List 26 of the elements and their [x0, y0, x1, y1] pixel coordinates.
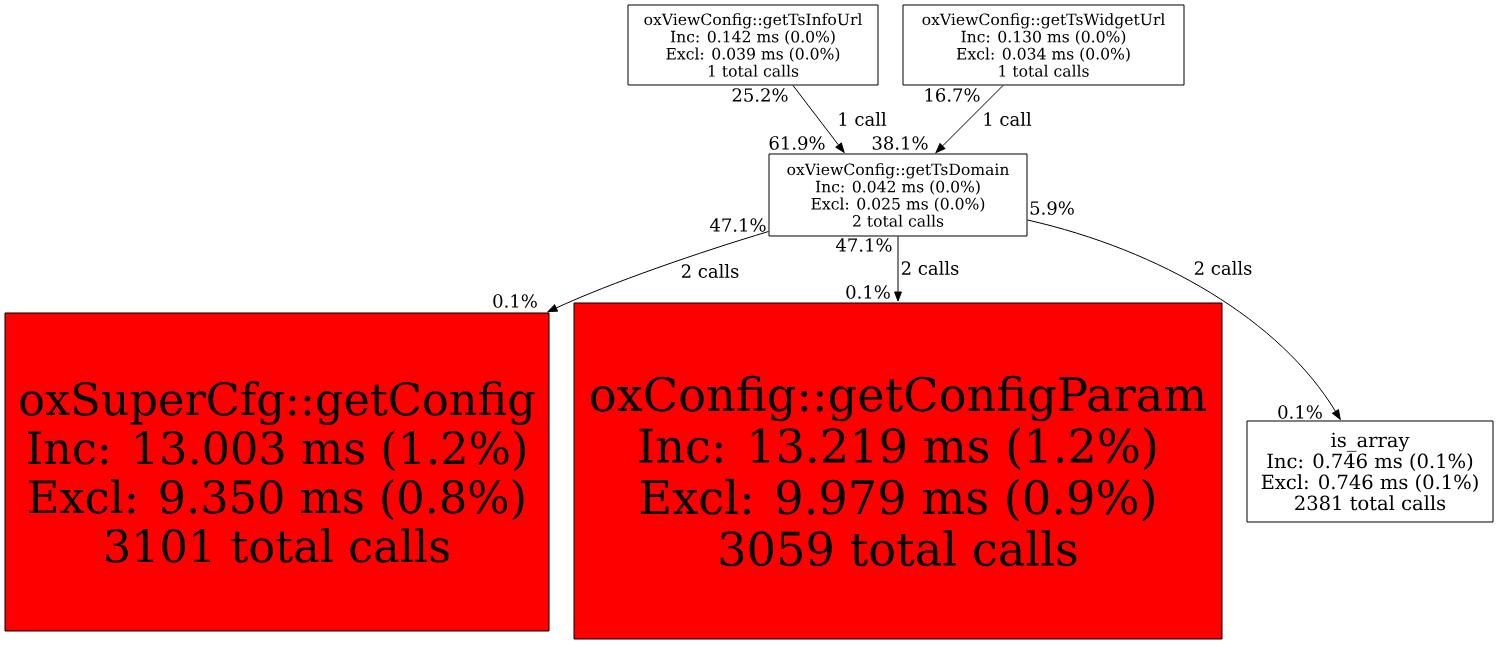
function-box: oxViewConfig::getTsInfoUrl Inc: 0.142 ms (0.0%) Excl: 0.039 ms (0.0%) 1 total calls	[627, 4, 879, 86]
edge-label: 2 calls	[1192, 260, 1254, 276]
function-box: oxConfig::getConfigParam Inc: 13.219 ms (1.2%) Excl: 9.979 ms (0.9%) 3059 total calls	[573, 302, 1223, 640]
percentage-label: 16.7%	[925, 88, 980, 102]
percentage-label: 47.1%	[835, 238, 892, 252]
percentage-label: 0.1%	[493, 294, 537, 308]
function-box: oxViewConfig::getTsDomain Inc: 0.042 ms (0.0%) Excl: 0.025 ms (0.0%) 2 total calls	[768, 153, 1028, 237]
percentage-label: 0.1%	[1278, 405, 1322, 419]
arrow	[935, 85, 1004, 153]
percentage-label: 5.9%	[1030, 201, 1074, 215]
edge-label: 1 call	[836, 111, 888, 127]
arrow	[547, 231, 769, 313]
percentage-label: 25.2%	[732, 88, 788, 102]
function-box: is_array Inc: 0.746 ms (0.1%) Excl: 0.746 ms (0.1%) 2381 total calls	[1246, 420, 1494, 523]
function-box: oxSuperCfg::getConfig Inc: 13.003 ms (1.2%) Excl: 9.350 ms (0.8%) 3101 total calls	[4, 312, 550, 632]
edge-label: 2 calls	[899, 260, 961, 276]
function-box: oxViewConfig::getTsWidgetUrl Inc: 0.130 ms (0.0%) Excl: 0.034 ms (0.0%) 1 total calls	[902, 4, 1185, 86]
arrow	[1027, 219, 1341, 420]
percentage-label: 47.1%	[709, 218, 766, 232]
arrow	[894, 236, 902, 302]
edge-label: 2 calls	[679, 263, 741, 279]
percentage-label: 38.1%	[872, 136, 928, 150]
arrow	[792, 85, 845, 153]
percentage-label: 0.1%	[846, 285, 890, 299]
percentage-label: 61.9%	[769, 136, 825, 150]
edge-label: 1 call	[981, 111, 1033, 127]
